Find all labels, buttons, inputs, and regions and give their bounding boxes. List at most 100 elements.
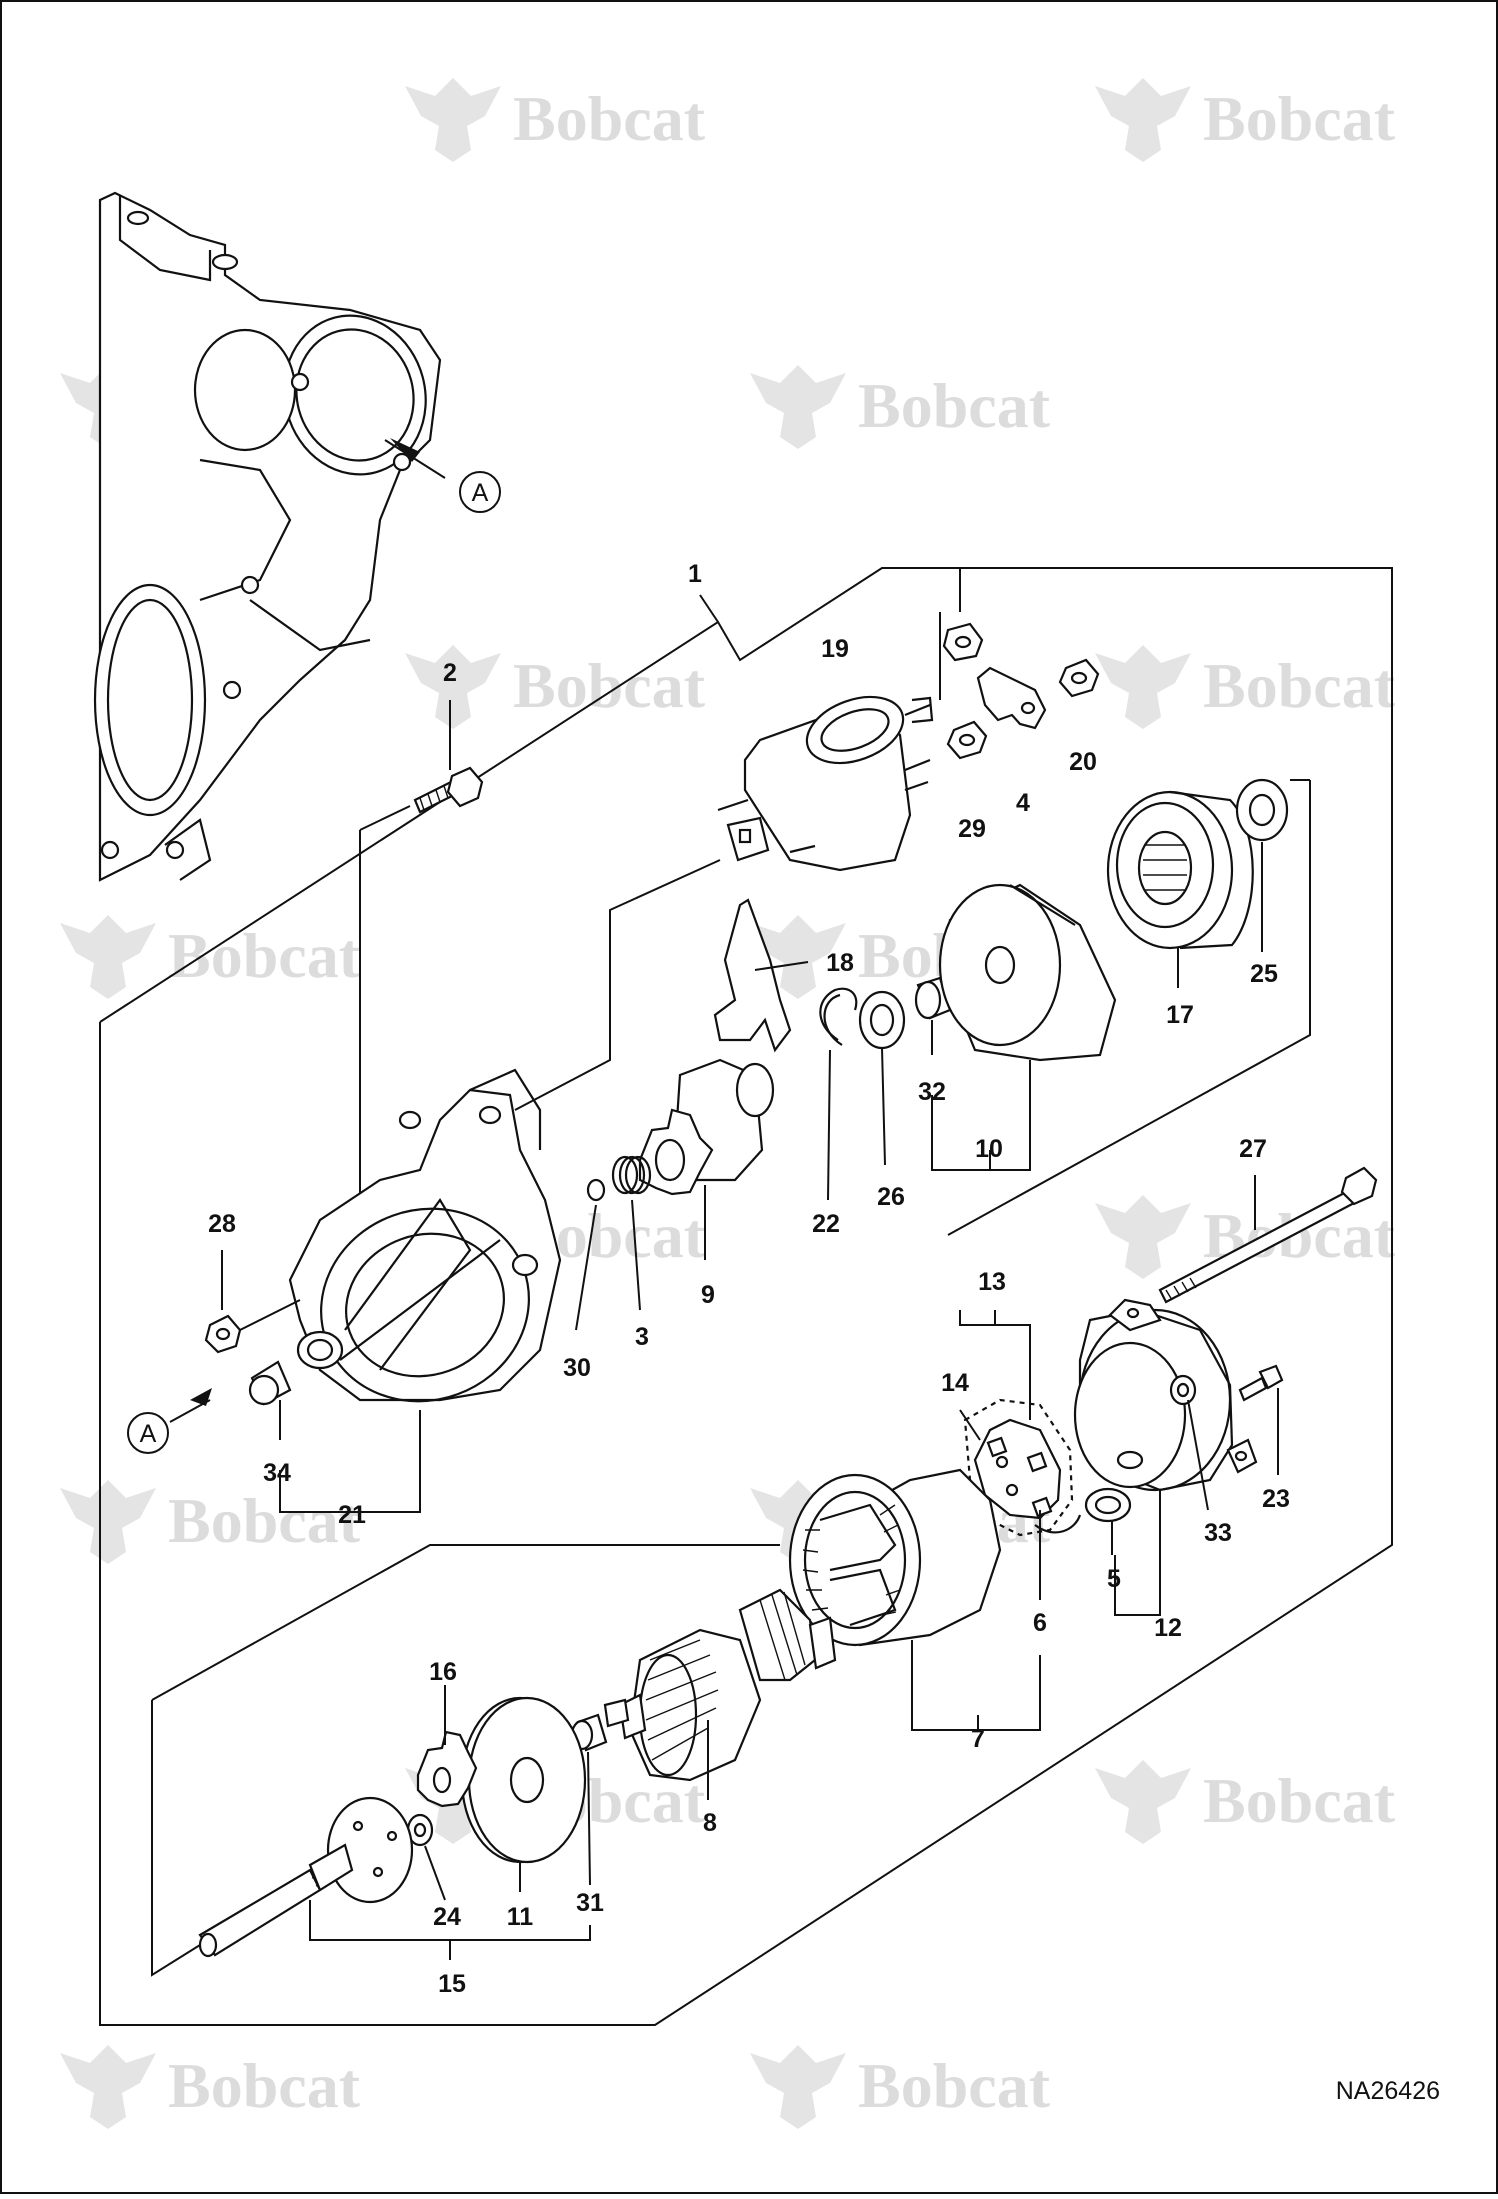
bushing-34: [248, 1360, 292, 1406]
rear-end-frame-12: [1073, 1298, 1258, 1492]
reference-code: NA26426: [1336, 2077, 1440, 2105]
leader-28: [221, 1250, 301, 1331]
label-34: 34: [263, 1459, 291, 1487]
watermark: Bobcat: [1095, 1760, 1396, 1844]
watermark: Bobcat: [60, 2045, 361, 2129]
engine-housing: A: [93, 191, 501, 882]
callout-a-bottom: [127, 1412, 169, 1454]
watermark: Bobcat: [1095, 645, 1396, 729]
solenoid-switch: [717, 695, 934, 872]
svg-text:Bobcat: Bobcat: [1203, 650, 1396, 721]
screw-23: [1238, 1364, 1284, 1402]
label-10: 10: [975, 1135, 1003, 1163]
callout-a-bottom-letter: A: [140, 1420, 157, 1448]
washer-26: [858, 990, 906, 1050]
label-33: 33: [1204, 1519, 1232, 1547]
label-28: 28: [208, 1210, 236, 1238]
nut-28: [204, 1314, 242, 1354]
shift-lever-18: [713, 898, 792, 1053]
internal-gear-17: [1106, 790, 1254, 950]
nut-29: [946, 720, 988, 760]
label-14: 14: [941, 1369, 969, 1397]
snap-ring-22: [819, 987, 858, 1046]
bracket-1-top: [939, 568, 961, 700]
label-25: 25: [1250, 960, 1278, 988]
pinion-clutch-9: [638, 1058, 775, 1196]
leader-24: [424, 1845, 446, 1901]
bracket-right: [947, 780, 1311, 1236]
leader-33: [1187, 1399, 1209, 1511]
svg-text:Bobcat: Bobcat: [168, 2050, 361, 2121]
label-23: 23: [1262, 1485, 1290, 1513]
spring-3: [611, 1155, 652, 1195]
nut-top: [942, 622, 984, 662]
stop-ring-30: [586, 1178, 606, 1202]
watermark: Bobcat: [405, 78, 706, 162]
label-17: 17: [1166, 1001, 1194, 1029]
bracket-1-arrow: [699, 594, 719, 623]
yoke-7: [788, 1468, 1002, 1647]
planet-gear-16: [416, 1730, 478, 1808]
label-20: 20: [1069, 748, 1097, 776]
bolt-2: [413, 766, 484, 814]
label-3: 3: [635, 1323, 649, 1351]
armature-8: [603, 1588, 837, 1782]
label-7: 7: [971, 1725, 985, 1753]
label-18: 18: [826, 949, 854, 977]
label-29: 29: [958, 815, 986, 843]
label-15: 15: [438, 1970, 466, 1998]
armature-guide: [151, 1700, 201, 1977]
bracket-7: [911, 1640, 1041, 1731]
svg-text:Bobcat: Bobcat: [858, 2050, 1051, 2121]
washer-25: [1235, 778, 1289, 842]
svg-text:Bobcat: Bobcat: [513, 83, 706, 154]
label-1: 1: [688, 560, 702, 588]
svg-text:Bobcat: Bobcat: [513, 650, 706, 721]
label-30: 30: [563, 1354, 591, 1382]
label-8: 8: [703, 1809, 717, 1837]
label-9: 9: [701, 1281, 715, 1309]
svg-text:Bobcat: Bobcat: [168, 920, 361, 991]
watermark: Bobcat: [60, 1480, 361, 1564]
gear-housing-10: [938, 883, 1117, 1062]
through-bolt-27: [1158, 1166, 1378, 1304]
leader-18: [754, 961, 809, 971]
svg-text:Bobcat: Bobcat: [168, 1485, 361, 1556]
watermark: Bobcat: [1095, 1195, 1396, 1279]
label-13: 13: [978, 1268, 1006, 1296]
callout-a-top: [459, 471, 501, 513]
bushing-5: [1084, 1487, 1132, 1523]
watermark: Bobcat: [750, 365, 1051, 449]
leader-31: [587, 1751, 591, 1886]
callout-a-bottom-arrow: [190, 1388, 212, 1406]
bolt-2-guide: [359, 805, 411, 1210]
bracket-10: [931, 1060, 1031, 1171]
label-31: 31: [576, 1889, 604, 1917]
part-labels: 1 2 3 4 5 6 7 8 9 10 11 12 13 14 15 16 1…: [208, 560, 1290, 1998]
label-21: 21: [338, 1501, 366, 1529]
leader-30: [575, 1204, 597, 1331]
nut-20: [1058, 658, 1100, 698]
assembly-frame: [99, 567, 1393, 2026]
armature-guide-diag: [151, 1544, 780, 1701]
leader-26: [881, 1047, 886, 1166]
watermark: Bobcat: [1095, 78, 1396, 162]
label-22: 22: [812, 1210, 840, 1238]
solenoid-guide: [514, 859, 721, 1111]
brush-holder-13: [963, 1398, 1082, 1537]
svg-text:Bobcat: Bobcat: [1203, 83, 1396, 154]
svg-text:Bobcat: Bobcat: [858, 370, 1051, 441]
label-26: 26: [877, 1183, 905, 1211]
label-11: 11: [507, 1903, 534, 1931]
bracket-21: [279, 1410, 421, 1513]
label-6: 6: [1033, 1609, 1047, 1637]
packing-11: [460, 1696, 587, 1864]
label-4: 4: [1016, 789, 1030, 817]
drive-end-frame: [288, 1068, 562, 1403]
bracket-12: [1114, 1490, 1161, 1616]
leader-14: [959, 1409, 981, 1441]
leader-3: [631, 1199, 641, 1311]
label-12: 12: [1154, 1614, 1182, 1642]
